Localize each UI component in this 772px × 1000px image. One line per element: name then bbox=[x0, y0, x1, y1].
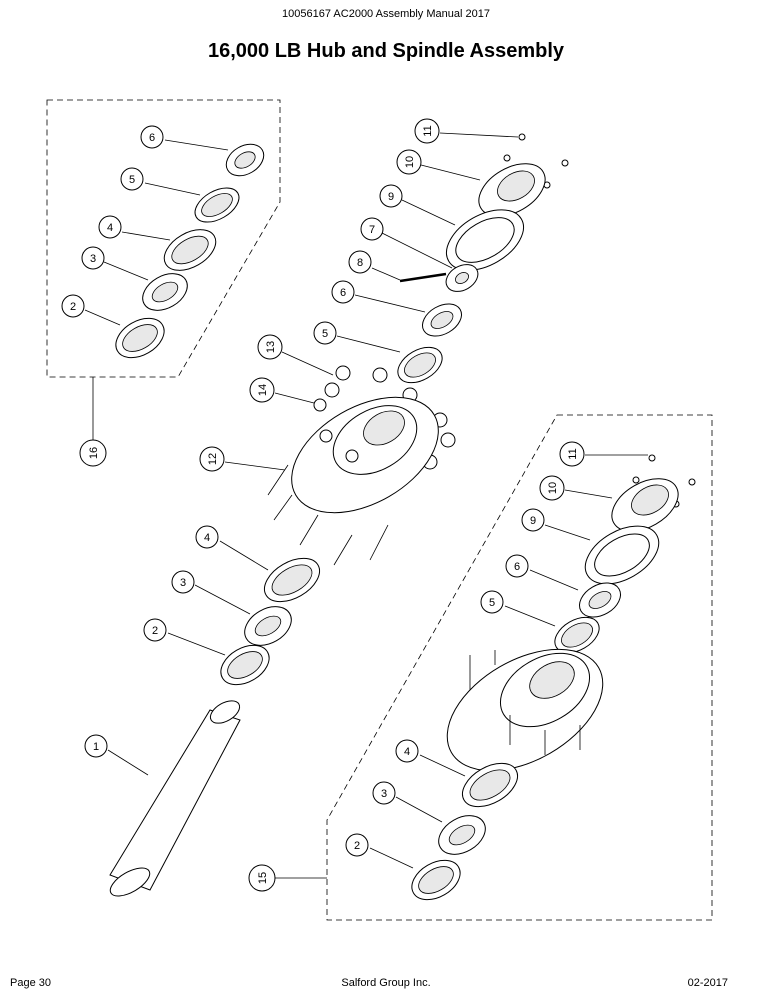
svg-text:5: 5 bbox=[322, 328, 328, 340]
callout-box16-2: 2 bbox=[61, 294, 85, 318]
callout-main-8: 8 bbox=[348, 250, 372, 274]
callout-box16-3: 3 bbox=[81, 246, 105, 270]
main-castle-nut-7 bbox=[445, 264, 479, 292]
svg-text:4: 4 bbox=[404, 746, 410, 758]
svg-text:9: 9 bbox=[530, 515, 536, 527]
main-bearing-cup-4 bbox=[264, 557, 320, 603]
detail-box-15 bbox=[326, 414, 713, 921]
svg-text:14: 14 bbox=[257, 384, 269, 396]
svg-text:5: 5 bbox=[129, 174, 135, 186]
main-seal-2 bbox=[220, 644, 270, 686]
svg-text:6: 6 bbox=[340, 287, 346, 299]
svg-text:5: 5 bbox=[489, 597, 495, 609]
callout-main-3: 3 bbox=[171, 570, 195, 594]
callout-main-12: 12 bbox=[199, 446, 225, 472]
callout-box16-6: 6 bbox=[140, 125, 164, 149]
box15-hub-drum bbox=[446, 648, 604, 772]
main-bearing-cone-6 bbox=[422, 303, 462, 337]
main-cotter-pin-8 bbox=[399, 272, 447, 283]
callout-box16-4: 4 bbox=[98, 215, 122, 239]
svg-text:8: 8 bbox=[357, 257, 363, 269]
box16-bearing-cup-5 bbox=[194, 187, 240, 223]
box15-bearing-cone-3 bbox=[438, 815, 486, 855]
box15-bearing-cup-5 bbox=[554, 616, 600, 654]
callout-main-11: 11 bbox=[414, 118, 440, 144]
box15-bearing-cone-6 bbox=[579, 582, 621, 618]
box16-bearing-cone-6 bbox=[225, 143, 265, 177]
box15-bearing-cup-4 bbox=[462, 762, 518, 808]
svg-text:6: 6 bbox=[514, 561, 520, 573]
svg-text:11: 11 bbox=[567, 448, 579, 459]
svg-text:2: 2 bbox=[354, 840, 360, 852]
callout-box15-9: 9 bbox=[521, 508, 545, 532]
main-bearing-cup-5 bbox=[397, 346, 443, 384]
callout-box16-5: 5 bbox=[120, 167, 144, 191]
svg-text:4: 4 bbox=[107, 222, 113, 234]
svg-text:12: 12 bbox=[207, 453, 219, 465]
svg-text:10: 10 bbox=[547, 482, 559, 494]
callout-main-13: 13 bbox=[257, 334, 283, 360]
callout-box15-3: 3 bbox=[372, 781, 396, 805]
svg-text:3: 3 bbox=[90, 253, 96, 265]
callout-main-7: 7 bbox=[360, 217, 384, 241]
footer-company: Salford Group Inc. bbox=[341, 977, 431, 989]
callout-main-1: 1 bbox=[84, 734, 108, 758]
main-hub-cap-10 bbox=[478, 163, 546, 217]
callout-main-6: 6 bbox=[331, 280, 355, 304]
main-bearing-cone-3 bbox=[244, 606, 292, 646]
callout-box15-4: 4 bbox=[395, 739, 419, 763]
box15-seal-2 bbox=[411, 859, 461, 901]
callout-box15-10: 10 bbox=[539, 475, 565, 501]
svg-text:3: 3 bbox=[180, 577, 186, 589]
leader-lines bbox=[84, 132, 648, 869]
box16-seal-2 bbox=[115, 317, 165, 359]
svg-text:4: 4 bbox=[204, 532, 210, 544]
callout-box15-2: 2 bbox=[345, 833, 369, 857]
callout-main-2: 2 bbox=[143, 618, 167, 642]
footer-page-number: Page 30 bbox=[10, 977, 51, 989]
svg-text:9: 9 bbox=[388, 191, 394, 203]
document-header: 10056167 AC2000 Assembly Manual 2017 bbox=[282, 8, 490, 20]
box16-bearing-cup-4 bbox=[163, 229, 217, 271]
box16-bearing-cone-3 bbox=[142, 273, 188, 311]
callout-main-4: 4 bbox=[195, 525, 219, 549]
box15-hub-cap-10 bbox=[611, 478, 679, 532]
main-hub-drum bbox=[291, 396, 439, 514]
footer-date: 02-2017 bbox=[687, 977, 728, 989]
svg-text:10: 10 bbox=[404, 156, 416, 168]
detail-box-16 bbox=[46, 99, 281, 378]
svg-text:1: 1 bbox=[93, 741, 99, 753]
box15-gasket-9 bbox=[584, 525, 660, 585]
svg-text:2: 2 bbox=[152, 625, 158, 637]
callout-main-5: 5 bbox=[313, 321, 337, 345]
callout-main-9: 9 bbox=[379, 184, 403, 208]
svg-text:3: 3 bbox=[381, 788, 387, 800]
callout-box15-5: 5 bbox=[480, 590, 504, 614]
page-title: 16,000 LB Hub and Spindle Assembly bbox=[207, 40, 565, 62]
svg-text:13: 13 bbox=[265, 341, 277, 353]
main-gasket-9 bbox=[446, 209, 524, 271]
callout-box15-6: 6 bbox=[505, 554, 529, 578]
callout-box15-11: 11 bbox=[559, 441, 585, 467]
svg-text:15: 15 bbox=[257, 872, 269, 884]
callout-16: 16 bbox=[79, 439, 107, 467]
main-spindle-1 bbox=[109, 700, 241, 897]
svg-text:11: 11 bbox=[422, 125, 434, 136]
callout-main-14: 14 bbox=[249, 377, 275, 403]
svg-text:6: 6 bbox=[149, 132, 155, 144]
svg-text:7: 7 bbox=[369, 224, 375, 236]
callout-main-10: 10 bbox=[396, 149, 422, 175]
svg-text:2: 2 bbox=[70, 301, 76, 313]
main-washers-14 bbox=[313, 398, 359, 463]
callout-15: 15 bbox=[248, 864, 276, 892]
svg-text:16: 16 bbox=[88, 447, 100, 459]
